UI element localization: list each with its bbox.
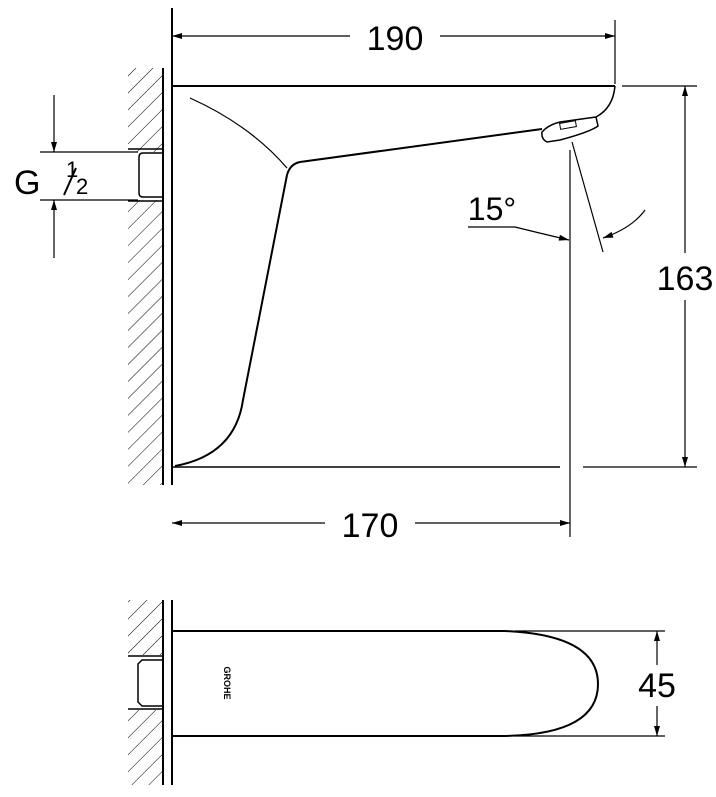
thread-dimension [40,95,138,258]
dimension-163 [583,85,697,468]
wall-section [128,8,173,485]
spray-angle-annotation [468,141,646,253]
faucet-outline [172,85,616,468]
dimension-45 [515,630,665,737]
grohe-logo: GROHE [222,666,232,699]
fraction-slash [63,167,77,196]
connection-pipe-top [128,655,163,710]
thread-letter: G [14,164,40,202]
connection-pipe [128,148,163,202]
dimension-label-45: 45 [638,667,676,705]
wall-section-top [128,600,173,785]
dimension-label-190: 190 [367,20,424,58]
dimension-label-170: 170 [342,507,399,545]
spray-angle-label: 15° [468,191,516,227]
thread-numerator: 1 [66,157,78,182]
top-view: GROHE 45 [128,600,676,785]
dimension-label-163: 163 [657,260,714,298]
dimension-170 [172,150,571,537]
dimension-190 [172,20,616,84]
faucet-top-outline [172,630,600,737]
side-view: 190 163 170 15° G 1 [14,8,713,545]
thread-denominator: 2 [76,174,88,199]
